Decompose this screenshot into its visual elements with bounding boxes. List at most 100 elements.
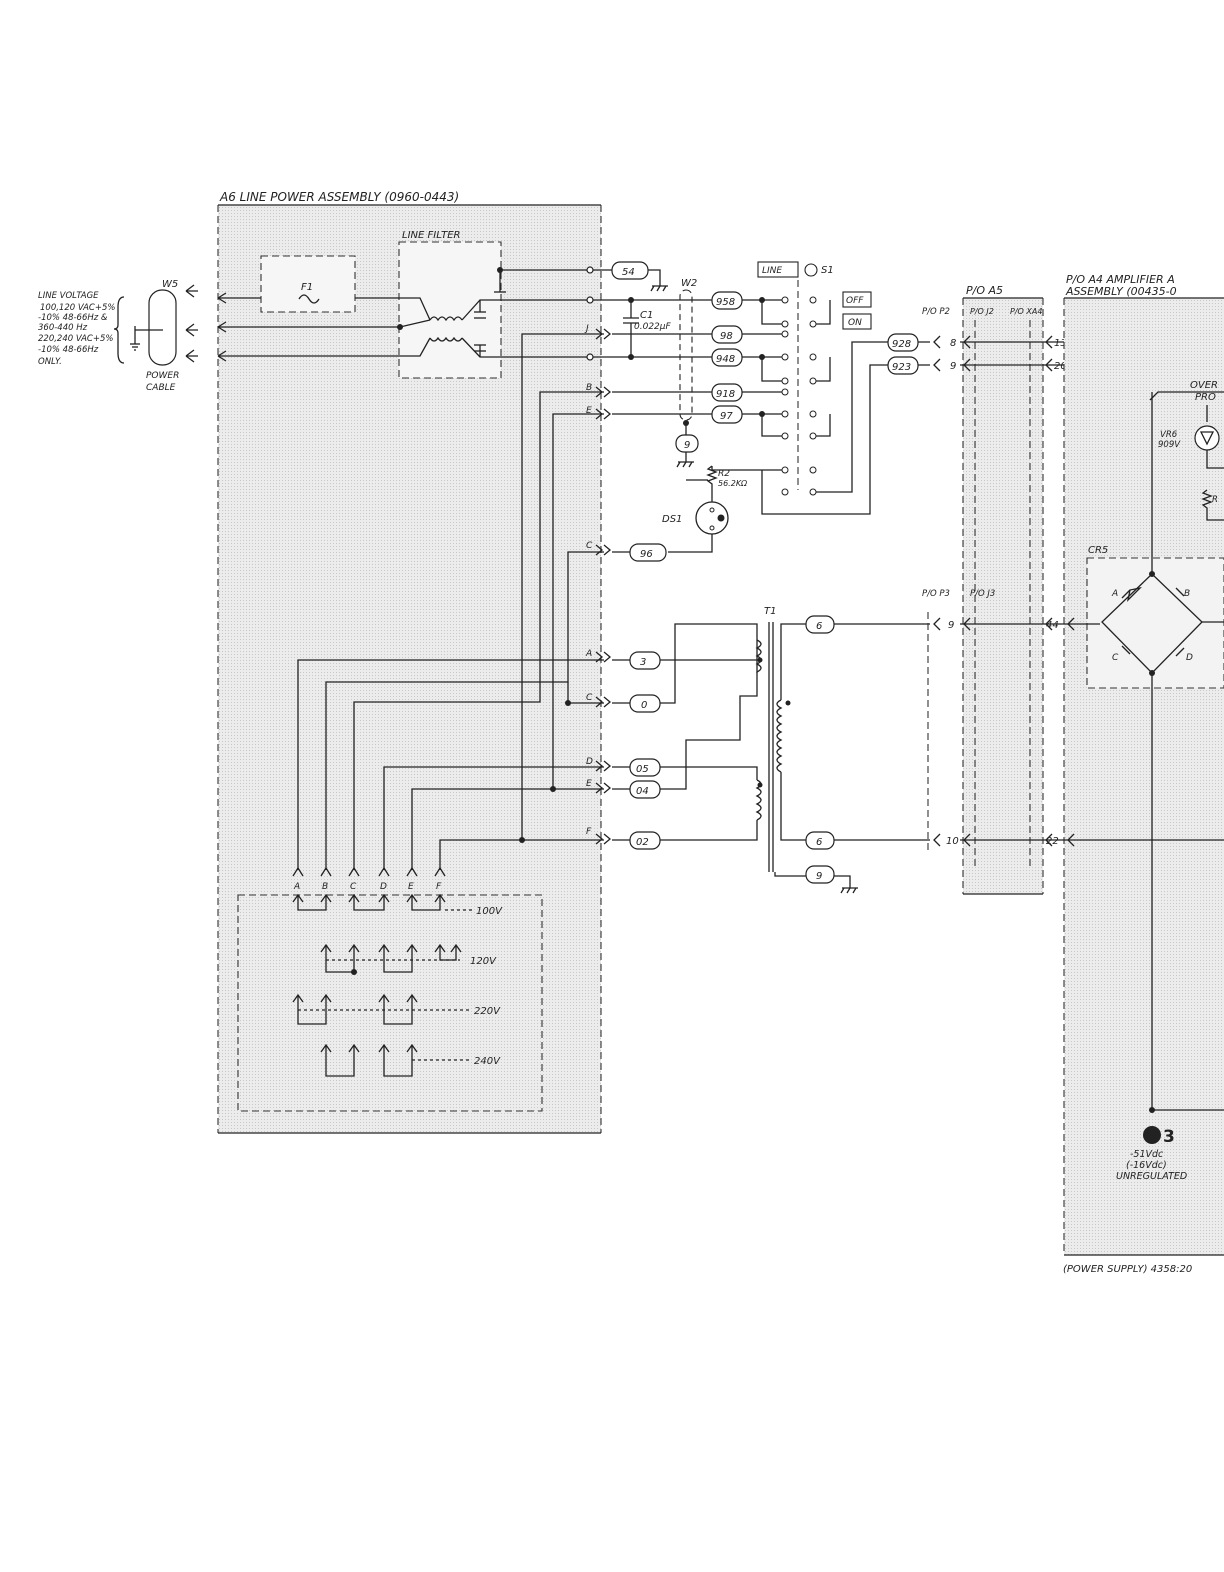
testpoint-marker bbox=[1143, 1126, 1161, 1144]
wire-9a-label: 9 bbox=[684, 440, 690, 451]
a4-title-line2: ASSEMBLY (00435-0 bbox=[1065, 285, 1177, 298]
selector-120v-label: 120V bbox=[470, 956, 497, 967]
p2-pin-9: 9 bbox=[950, 361, 956, 372]
selector-100v-label: 100V bbox=[476, 906, 503, 917]
zener-value: 909V bbox=[1158, 440, 1181, 450]
resistor-value: 56.2KΩ bbox=[718, 479, 748, 488]
wire-0-label: 0 bbox=[641, 700, 647, 711]
zener-ref: VR6 bbox=[1160, 430, 1178, 440]
switch-line-label: LINE bbox=[762, 266, 782, 276]
j2-label: P/O J2 bbox=[970, 307, 994, 316]
line-voltage-note-3: -10% 48-66Hz & bbox=[38, 313, 108, 323]
a4-pin-13: 13 bbox=[1054, 338, 1067, 349]
fuse-symbol bbox=[298, 294, 320, 304]
cable-ref: W5 bbox=[162, 279, 178, 290]
wire-6b-label: 6 bbox=[816, 837, 822, 848]
pin-c-top: C bbox=[586, 541, 593, 551]
a6-chevrons bbox=[595, 328, 612, 845]
a4-assembly-box bbox=[1064, 298, 1224, 1255]
selector-100v bbox=[292, 893, 475, 911]
a4-title-line1: P/O A4 AMPLIFIER A bbox=[1066, 273, 1175, 286]
overv-text-2: PRO bbox=[1195, 392, 1216, 403]
switch-off-label: OFF bbox=[846, 296, 864, 306]
line-filter-box bbox=[398, 241, 502, 379]
wire-923-label: 923 bbox=[892, 362, 911, 373]
selector-240v-label: 240V bbox=[474, 1056, 501, 1067]
testpoint-alt-value: (-16Vdc) bbox=[1126, 1160, 1167, 1171]
filter-inductor-top bbox=[429, 316, 463, 322]
wire-918-label: 918 bbox=[716, 389, 735, 400]
wire-96-label: 96 bbox=[640, 549, 653, 560]
pin-e: E bbox=[586, 779, 592, 789]
lamp-label: DS1 bbox=[662, 514, 682, 525]
shield-label: W2 bbox=[681, 278, 697, 289]
wire-6a-label: 6 bbox=[816, 621, 822, 632]
resistor-ref: R2 bbox=[718, 469, 730, 479]
wire-02-label: 02 bbox=[636, 837, 649, 848]
a4-pin-44: 44 bbox=[1046, 620, 1059, 631]
pin-f: F bbox=[586, 827, 592, 837]
bridge-diode-a: A bbox=[1111, 589, 1118, 599]
selector-col-e: E bbox=[408, 882, 414, 892]
wire-9b-label: 9 bbox=[816, 871, 822, 882]
p3-label: P/O P3 bbox=[922, 589, 950, 599]
p3-pin-9: 9 bbox=[948, 620, 954, 631]
selector-arrow-heads bbox=[292, 866, 446, 877]
selector-col-b: B bbox=[322, 882, 328, 892]
testpoint-number: 3 bbox=[1163, 1127, 1175, 1147]
p2-label: P/O P2 bbox=[922, 307, 950, 317]
pin-a: A bbox=[585, 649, 592, 659]
cap-ref: C1 bbox=[640, 310, 653, 321]
wire-97-label: 97 bbox=[720, 411, 733, 422]
fuse-box bbox=[260, 255, 356, 313]
switch-on-label: ON bbox=[848, 318, 862, 328]
a6-pin-labels: J B E C A C D E F bbox=[584, 324, 593, 837]
xa4-label: P/O XA4 bbox=[1010, 307, 1042, 316]
selector-240v bbox=[320, 1043, 470, 1077]
cap-value: 0.022µF bbox=[634, 322, 671, 332]
testpoint-value: -51Vdc bbox=[1130, 1149, 1164, 1160]
p3-pin-10: 10 bbox=[946, 836, 959, 847]
selector-220v-label: 220V bbox=[474, 1006, 501, 1017]
pin-c: C bbox=[586, 693, 593, 703]
r-fragment: R bbox=[1212, 495, 1218, 505]
line-voltage-note-6: -10% 48-66Hz bbox=[38, 345, 99, 355]
selector-col-d: D bbox=[380, 882, 387, 892]
j3-label: P/O J3 bbox=[970, 589, 995, 599]
bridge-diode-c: C bbox=[1112, 653, 1119, 663]
bridge-diode-d: D bbox=[1186, 653, 1193, 663]
wire-3-label: 3 bbox=[640, 657, 646, 668]
line-filter-label: LINE FILTER bbox=[402, 230, 460, 241]
selector-col-f: F bbox=[436, 882, 442, 892]
selector-col-c: C bbox=[350, 882, 357, 892]
selector-col-a: A bbox=[293, 882, 300, 892]
a6-assembly-title: A6 LINE POWER ASSEMBLY (0960-0443) bbox=[219, 190, 459, 204]
bridge-label: CR5 bbox=[1088, 545, 1108, 556]
pin-e-top: E bbox=[586, 406, 592, 416]
transformer-label: T1 bbox=[764, 606, 776, 617]
a4-pin-22: 22 bbox=[1046, 836, 1059, 847]
switch-off-box bbox=[842, 291, 872, 308]
voltage-selector-box bbox=[237, 894, 543, 1112]
p2-pin-8: 8 bbox=[950, 338, 956, 349]
pin-b-top: B bbox=[586, 383, 592, 393]
cable-label-line2: CABLE bbox=[146, 383, 176, 393]
pin-j: J bbox=[584, 324, 589, 334]
a5-title: P/O A5 bbox=[966, 284, 1003, 297]
filter-inductor-bottom bbox=[429, 336, 463, 342]
line-voltage-note-5: 220,240 VAC+5% bbox=[38, 334, 113, 344]
line-voltage-note-2: 100,120 VAC+5% bbox=[40, 303, 115, 313]
switch-line-box bbox=[757, 261, 799, 278]
wire-958-label: 958 bbox=[716, 297, 735, 308]
wire-04-label: 04 bbox=[636, 786, 649, 797]
switch-on-box bbox=[842, 313, 872, 330]
wire-928-label: 928 bbox=[892, 339, 911, 350]
selector-120v bbox=[320, 943, 462, 973]
pin-d: D bbox=[586, 757, 593, 767]
wire-05-label: 05 bbox=[636, 764, 649, 775]
switch-label: S1 bbox=[821, 265, 834, 276]
overv-text-1: OVER bbox=[1190, 380, 1218, 391]
wire-54-label: 54 bbox=[622, 267, 635, 278]
w2-shield bbox=[679, 289, 693, 421]
